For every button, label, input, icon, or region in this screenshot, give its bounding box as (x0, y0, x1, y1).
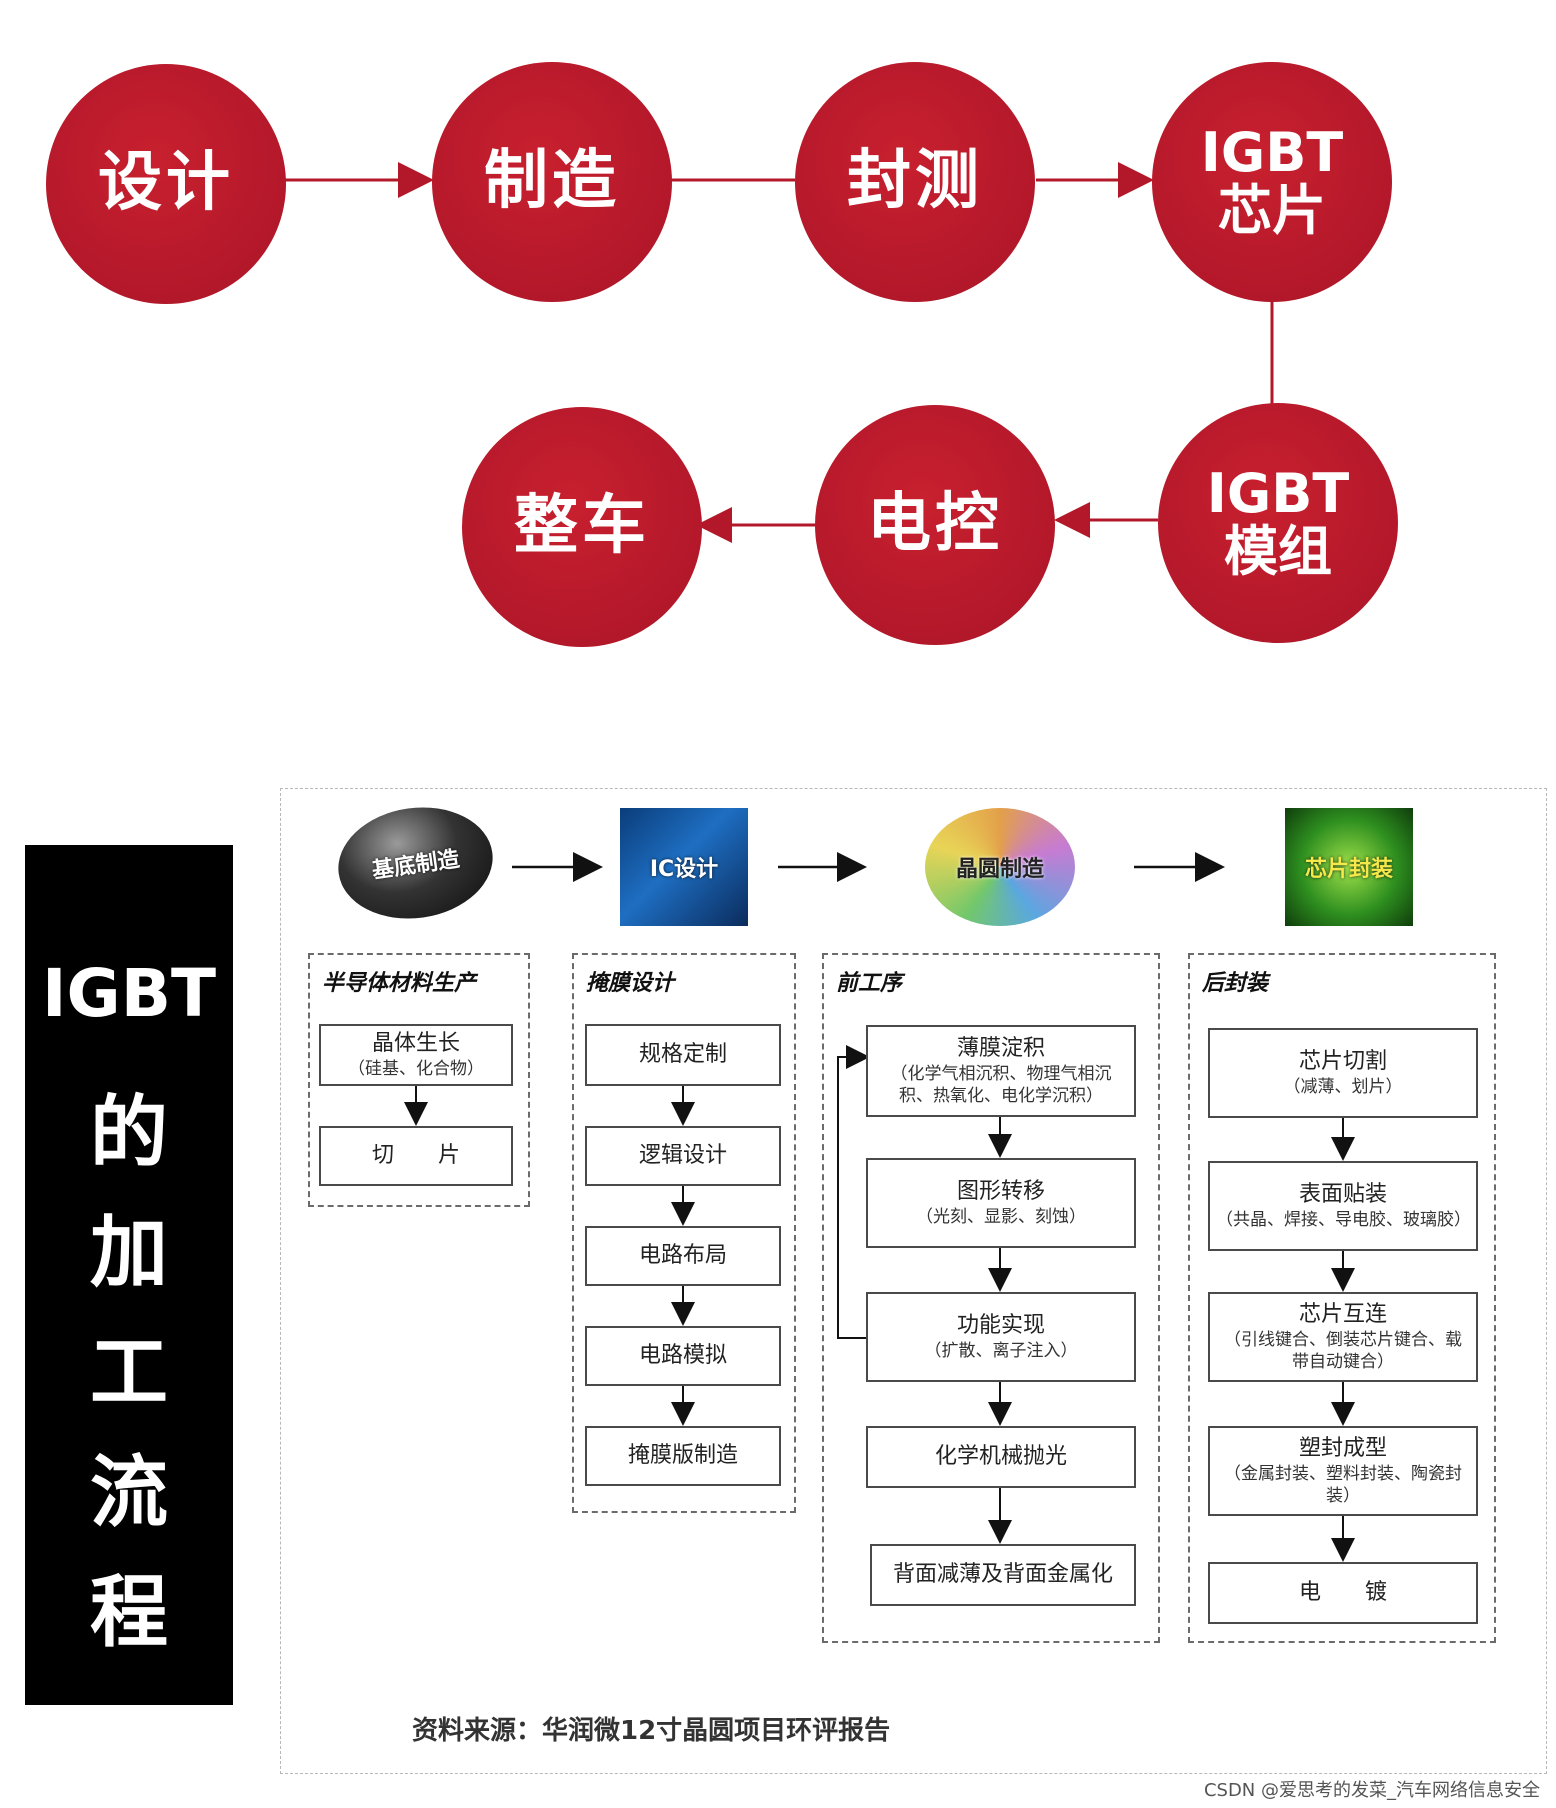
step-cmp: 化学机械抛光 (866, 1426, 1136, 1488)
stage-label: 晶圆制造 (955, 857, 1044, 882)
flow-node-design: 设计 (46, 64, 286, 304)
circuit-chip-icon: IC设计 (620, 808, 748, 926)
group-title: 掩膜设计 (586, 971, 675, 996)
package-chip-icon: 芯片封装 (1285, 808, 1413, 926)
flow-node-igbt-chip: IGBT 芯片 (1152, 62, 1392, 302)
group-title: 后封装 (1202, 971, 1269, 996)
step-mask-fabrication: 掩膜版制造 (585, 1426, 781, 1486)
banner-title-latin: IGBT (41, 955, 217, 1032)
step-molding: 塑封成型 （金属封装、塑料封装、陶瓷封装） (1208, 1426, 1478, 1516)
step-thin-film-deposition: 薄膜淀积 （化学气相沉积、物理气相沉积、热氧化、电化学沉积） (866, 1025, 1136, 1117)
step-function-realization: 功能实现 （扩散、离子注入） (866, 1292, 1136, 1382)
step-circuit-simulation: 电路模拟 (585, 1326, 781, 1386)
stage-label: 芯片封装 (1304, 857, 1393, 882)
banner-char: 加 (89, 1208, 168, 1298)
step-die-cutting: 芯片切割 （减薄、划片） (1208, 1028, 1478, 1118)
source-caption: 资料来源：华润微12寸晶圆项目环评报告 (412, 1716, 891, 1746)
stage-label: IC设计 (649, 857, 719, 882)
group-mask-design: 掩膜设计 (572, 953, 796, 1513)
step-spec-definition: 规格定制 (585, 1024, 781, 1086)
step-crystal-growth: 晶体生长 （硅基、化合物） (319, 1024, 513, 1086)
banner-char: 程 (89, 1568, 168, 1658)
step-slicing: 切 片 (319, 1126, 513, 1186)
flow-node-motor-control: 电控 (815, 405, 1055, 645)
group-back-end: 后封装 (1188, 953, 1496, 1643)
step-backside-thinning: 背面减薄及背面金属化 (870, 1544, 1136, 1606)
flow-node-igbt-module: IGBT 模组 (1158, 403, 1398, 643)
group-title: 半导体材料生产 (322, 971, 477, 996)
step-electroplating: 电 镀 (1208, 1562, 1478, 1624)
group-front-end: 前工序 (822, 953, 1160, 1643)
flow-node-manufacture: 制造 (432, 62, 672, 302)
step-interconnect: 芯片互连 （引线键合、倒装芯片键合、载带自动键合） (1208, 1292, 1478, 1382)
process-frame (280, 788, 1547, 1774)
wafer-grid-icon: 晶圆制造 (925, 808, 1075, 926)
vertical-title-banner: IGBT 的 加 工 流 程 (25, 845, 233, 1705)
banner-char: 工 (89, 1328, 168, 1418)
step-circuit-layout: 电路布局 (585, 1226, 781, 1286)
step-surface-mount: 表面贴装 （共晶、焊接、导电胶、玻璃胶） (1208, 1161, 1478, 1251)
step-logic-design: 逻辑设计 (585, 1126, 781, 1186)
banner-char: 流 (89, 1448, 168, 1538)
group-title: 前工序 (836, 971, 903, 996)
group-material-production: 半导体材料生产 (308, 953, 530, 1207)
step-pattern-transfer: 图形转移 （光刻、显影、刻蚀） (866, 1158, 1136, 1248)
top-flow-connectors (285, 162, 1274, 543)
watermark: CSDN @爱思考的发菜_汽车网络信息安全 (1203, 1780, 1540, 1801)
flow-node-package-test: 封测 (795, 62, 1035, 302)
flow-node-vehicle: 整车 (462, 407, 702, 647)
banner-char: 的 (89, 1088, 168, 1178)
